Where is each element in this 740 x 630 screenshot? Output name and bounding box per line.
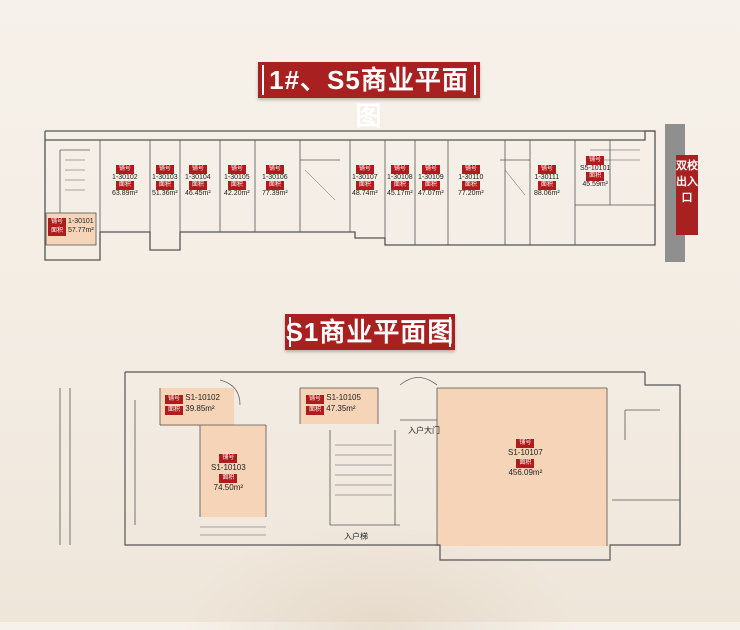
unit-number: S1-10103: [211, 463, 246, 472]
area-badge: 面积: [219, 474, 238, 483]
area-badge: 面积: [188, 181, 207, 190]
unit-area: 39.85m²: [185, 404, 215, 413]
unit-number: 1-30106: [262, 174, 288, 181]
unit-number: 1-30101: [67, 218, 94, 225]
unit-label-1-30102: 铺号 1-30102 面积 63.89m²: [112, 165, 138, 197]
shop-no-badge: 铺号: [48, 218, 67, 227]
shop-no-badge: 铺号: [306, 395, 325, 404]
area-badge: 面积: [537, 181, 556, 190]
area-badge: 面积: [306, 406, 325, 415]
unit-label-S5-10101: 铺号 S5-10101 面积 45.59m²: [580, 156, 610, 188]
unit-number: 1-30111: [534, 174, 560, 181]
shop-no-badge: 铺号: [165, 395, 184, 404]
unit-area: 48.74m²: [352, 190, 378, 197]
unit-label-1-30106: 铺号 1-30106 面积 77.39m²: [262, 165, 288, 197]
unit-area: 77.20m²: [458, 190, 484, 197]
unit-number: 1-30107: [352, 174, 378, 181]
entry-gate-label: 入户大门: [408, 426, 440, 435]
unit-area: 51.36m²: [152, 190, 178, 197]
unit-number: S1-10107: [508, 448, 543, 457]
unit-area: 46.45m²: [185, 190, 211, 197]
shop-no-badge: 铺号: [219, 454, 238, 463]
area-badge: 面积: [421, 181, 440, 190]
unit-label-1-30110: 铺号 1-30110 面积 77.20m²: [458, 165, 484, 197]
shop-no-badge: 铺号: [461, 165, 480, 174]
unit-label-1-30101: 铺号 1-30101 面积 57.77m²: [48, 218, 94, 236]
unit-number: S5-10101: [580, 165, 611, 172]
unit-label-S1-10107: 铺号 S1-10107 面积 456.09m²: [508, 437, 543, 477]
shop-no-badge: 铺号: [265, 165, 284, 174]
area-badge: 面积: [461, 181, 480, 190]
unit-number: 1-30108: [387, 174, 413, 181]
area-badge: 面积: [227, 181, 246, 190]
area-badge: 面积: [115, 181, 134, 190]
unit-label-1-30105: 铺号 1-30105 面积 42.20m²: [224, 165, 250, 197]
shop-no-badge: 铺号: [155, 165, 174, 174]
unit-number: 1-30104: [185, 174, 211, 181]
title-top-plan: 1#、S5商业平面图: [258, 62, 480, 131]
area-badge: 面积: [355, 181, 374, 190]
unit-label-1-30109: 铺号 1-30109 面积 47.07m²: [418, 165, 444, 197]
unit-number: 1-30102: [112, 174, 138, 181]
unit-area: 88.06m²: [534, 190, 560, 197]
unit-label-S1-10103: 铺号 S1-10103 面积 74.50m²: [211, 452, 246, 492]
area-badge: 面积: [155, 181, 174, 190]
shop-no-badge: 铺号: [115, 165, 134, 174]
area-badge: 面积: [48, 227, 67, 236]
shop-no-badge: 铺号: [227, 165, 246, 174]
area-badge: 面积: [390, 181, 409, 190]
shop-no-badge: 铺号: [516, 439, 535, 448]
shop-no-badge: 铺号: [421, 165, 440, 174]
unit-label-S1-10105: 铺号 S1-10105 面积 47.35m²: [306, 393, 361, 415]
area-badge: 面积: [516, 459, 535, 468]
unit-area: 63.89m²: [112, 190, 138, 197]
shop-no-badge: 铺号: [390, 165, 409, 174]
unit-label-1-30107: 铺号 1-30107 面积 48.74m²: [352, 165, 378, 197]
unit-area: 42.20m²: [224, 190, 250, 197]
unit-number: 1-30109: [418, 174, 444, 181]
unit-area: 47.35m²: [326, 404, 356, 413]
school-entrance-label: 双校出入口: [676, 155, 698, 235]
shop-no-badge: 铺号: [586, 156, 605, 165]
unit-number: 1-30103: [152, 174, 178, 181]
unit-label-1-30103: 铺号 1-30103 面积 51.36m²: [152, 165, 178, 197]
unit-number: 1-30110: [458, 174, 484, 181]
entry-stair-label: 入户梯: [344, 532, 368, 541]
unit-number: S1-10102: [185, 393, 220, 402]
unit-label-S1-10102: 铺号 S1-10102 面积 39.85m²: [165, 393, 220, 415]
area-badge: 面积: [586, 172, 605, 181]
shop-no-badge: 铺号: [537, 165, 556, 174]
shop-no-badge: 铺号: [355, 165, 374, 174]
shop-no-badge: 铺号: [188, 165, 207, 174]
unit-number: S1-10105: [326, 393, 361, 402]
unit-area: 77.39m²: [262, 190, 288, 197]
area-badge: 面积: [265, 181, 284, 190]
unit-area: 45.59m²: [582, 181, 609, 188]
unit-label-1-30108: 铺号 1-30108 面积 45.17m²: [387, 165, 413, 197]
title-bottom-plan: S1商业平面图: [285, 314, 455, 350]
area-badge: 面积: [165, 406, 184, 415]
unit-label-1-30111: 铺号 1-30111 面积 88.06m²: [534, 165, 560, 197]
unit-area: 45.17m²: [387, 190, 413, 197]
unit-area: 74.50m²: [213, 483, 244, 492]
unit-area: 57.77m²: [67, 227, 94, 234]
unit-number: 1-30105: [224, 174, 250, 181]
unit-area: 456.09m²: [508, 468, 543, 477]
unit-label-1-30104: 铺号 1-30104 面积 46.45m²: [185, 165, 211, 197]
unit-area: 47.07m²: [418, 190, 444, 197]
